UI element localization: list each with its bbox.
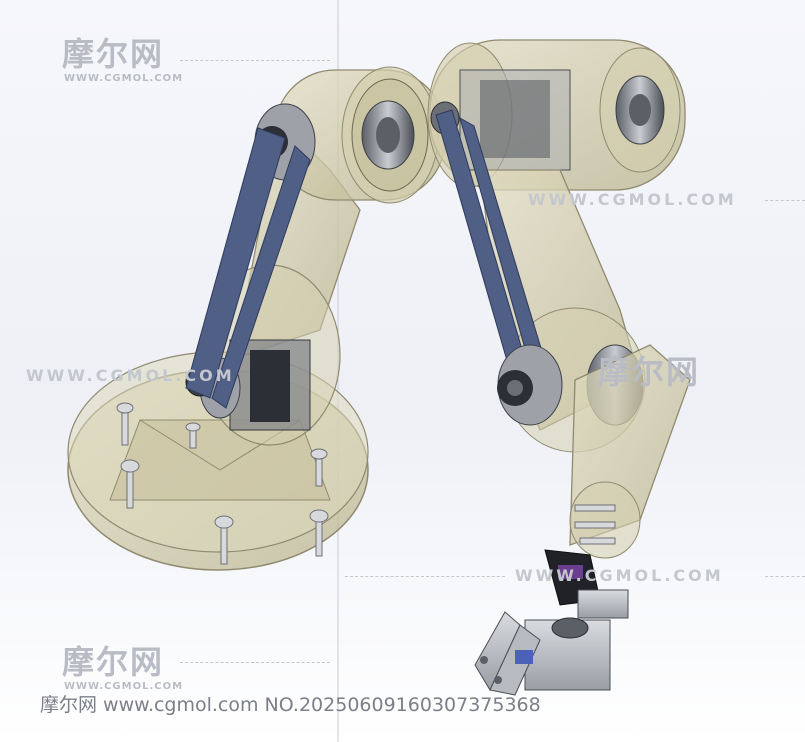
gripper-servo <box>544 549 629 619</box>
wrist-link <box>569 344 691 559</box>
watermark-dash-bottom-left <box>180 662 330 663</box>
watermark-dash-bottom-right <box>765 576 805 577</box>
watermark-url-left: WWW.CGMOL.COM <box>26 366 235 385</box>
base-bolts <box>116 402 329 565</box>
watermark-sub-top: WWW.CGMOL.COM <box>64 73 184 84</box>
watermark-dash-bottom <box>345 576 505 577</box>
watermark-url-bottom: WWW.CGMOL.COM <box>515 566 724 585</box>
gripper <box>474 611 611 696</box>
watermark-logo-mid: 摩尔网 <box>598 353 701 391</box>
watermark-logo-top: 摩尔网 <box>62 35 165 73</box>
watermark-dash-right <box>765 200 805 201</box>
shoulder-belt <box>185 127 311 409</box>
watermark-url-right: WWW.CGMOL.COM <box>528 190 737 209</box>
elbow-cylinder <box>427 39 686 191</box>
watermark-logo-bottom: 摩尔网 <box>62 643 165 681</box>
footer-caption: 摩尔网 www.cgmol.com NO.2025060916030737536… <box>40 694 541 716</box>
watermark-dash-top <box>180 60 330 61</box>
watermark-sub-bottom: WWW.CGMOL.COM <box>64 681 184 692</box>
